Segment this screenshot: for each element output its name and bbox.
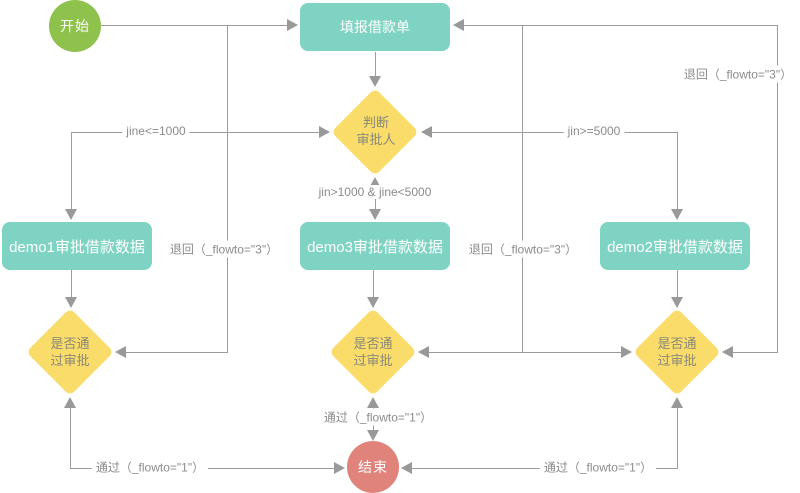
arrow-into-end-left-icon [334, 462, 345, 474]
check-pass-left-label: 是否通 过审批 [50, 336, 90, 368]
arrow-into-check1-top-icon [65, 297, 77, 308]
edge-cond-mid-line [375, 188, 376, 210]
edge-label-pass-right: 通过（_flowto="1"） [539, 458, 657, 476]
edge-reject-mid-vline [522, 25, 523, 353]
edge-reject-left-hline [126, 352, 228, 353]
arrow-into-demo3-top-icon [369, 209, 381, 220]
demo1-approve-label: demo1审批借款数据 [9, 238, 145, 256]
arrow-into-check3-bottom-icon [671, 397, 683, 408]
edge-pass-right-vline [677, 407, 678, 469]
edge-label-reject-mid: 退回（_flowto="3"） [464, 240, 582, 258]
arrow-into-decision-bottom-icon [369, 177, 381, 188]
edge-label-pass-mid: 通过（_flowto="1"） [319, 408, 437, 426]
edge-cond-right-vline [677, 132, 678, 210]
edge-reject-mid-hline [429, 352, 622, 353]
arrow-into-check1-bottom-icon [64, 397, 76, 408]
edge-reject-right-vline [777, 25, 778, 353]
edge-cond-left-hline [71, 132, 320, 133]
fill-loan-form-label: 填报借款单 [340, 19, 410, 35]
edge-label-reject-right: 退回（_flowto="3"） [679, 65, 797, 83]
end-node-label: 结束 [358, 459, 388, 475]
demo2-approve-node[interactable]: demo2审批借款数据 [600, 222, 750, 270]
edge-demo2-check3-line [677, 270, 678, 298]
arrow-into-decision-left-icon [319, 126, 330, 138]
edge-demo3-check2-line [373, 270, 374, 298]
edge-label-cond-left: jine<=1000 [122, 124, 190, 138]
edge-reject-right-hline-bottom [733, 352, 778, 353]
fill-loan-form-node[interactable]: 填报借款单 [300, 3, 450, 51]
arrow-into-decision-top-icon [369, 76, 381, 87]
edge-label-cond-mid: jin>1000 & jine<5000 [314, 185, 436, 199]
arrow-into-check3-top-icon [671, 297, 683, 308]
arrow-into-check2-top-icon [367, 297, 379, 308]
edge-demo1-check1-line [71, 270, 72, 298]
arrow-into-check2-bottom-icon [367, 397, 379, 408]
check-pass-right-label: 是否通 过审批 [657, 336, 697, 368]
demo3-approve-label: demo3审批借款数据 [307, 238, 443, 256]
arrow-into-decision-right-icon [421, 126, 432, 138]
edge-form-decision-line [375, 52, 376, 77]
edge-cond-left-vline [71, 132, 72, 210]
arrow-into-end-right-icon [401, 462, 412, 474]
arrow-into-form-left-icon [287, 19, 298, 31]
arrow-into-demo2-top-icon [671, 209, 683, 220]
edge-start-form-line [101, 25, 288, 26]
edge-label-pass-left: 通过（_flowto="1"） [91, 458, 209, 476]
demo1-approve-node[interactable]: demo1审批借款数据 [2, 222, 152, 270]
arrow-into-check3-right-icon [722, 346, 733, 358]
arrow-into-form-right-icon [453, 19, 464, 31]
arrow-into-demo1-top-icon [65, 209, 77, 220]
arrow-into-check3-left-icon [621, 346, 632, 358]
decision-approver-label: 判断 审批人 [356, 115, 396, 147]
edge-label-cond-right: jin>=5000 [563, 124, 625, 138]
demo2-approve-label: demo2审批借款数据 [607, 238, 743, 256]
edge-pass-left-vline [70, 407, 71, 469]
edge-cond-right-hline [431, 132, 678, 133]
start-node[interactable]: 开始 [49, 0, 101, 52]
edge-label-reject-left: 退回（_flowto="3"） [165, 240, 283, 258]
arrow-into-check2-right-icon [418, 346, 429, 358]
arrow-into-check1-right-icon [115, 346, 126, 358]
end-node[interactable]: 结束 [347, 441, 399, 493]
check-pass-mid-label: 是否通 过审批 [353, 336, 393, 368]
demo3-approve-node[interactable]: demo3审批借款数据 [300, 222, 450, 270]
arrow-into-end-top-icon [367, 430, 379, 441]
edge-reject-left-vline [227, 25, 228, 353]
edge-reject-right-hline-top [464, 25, 778, 26]
start-node-label: 开始 [60, 18, 90, 34]
